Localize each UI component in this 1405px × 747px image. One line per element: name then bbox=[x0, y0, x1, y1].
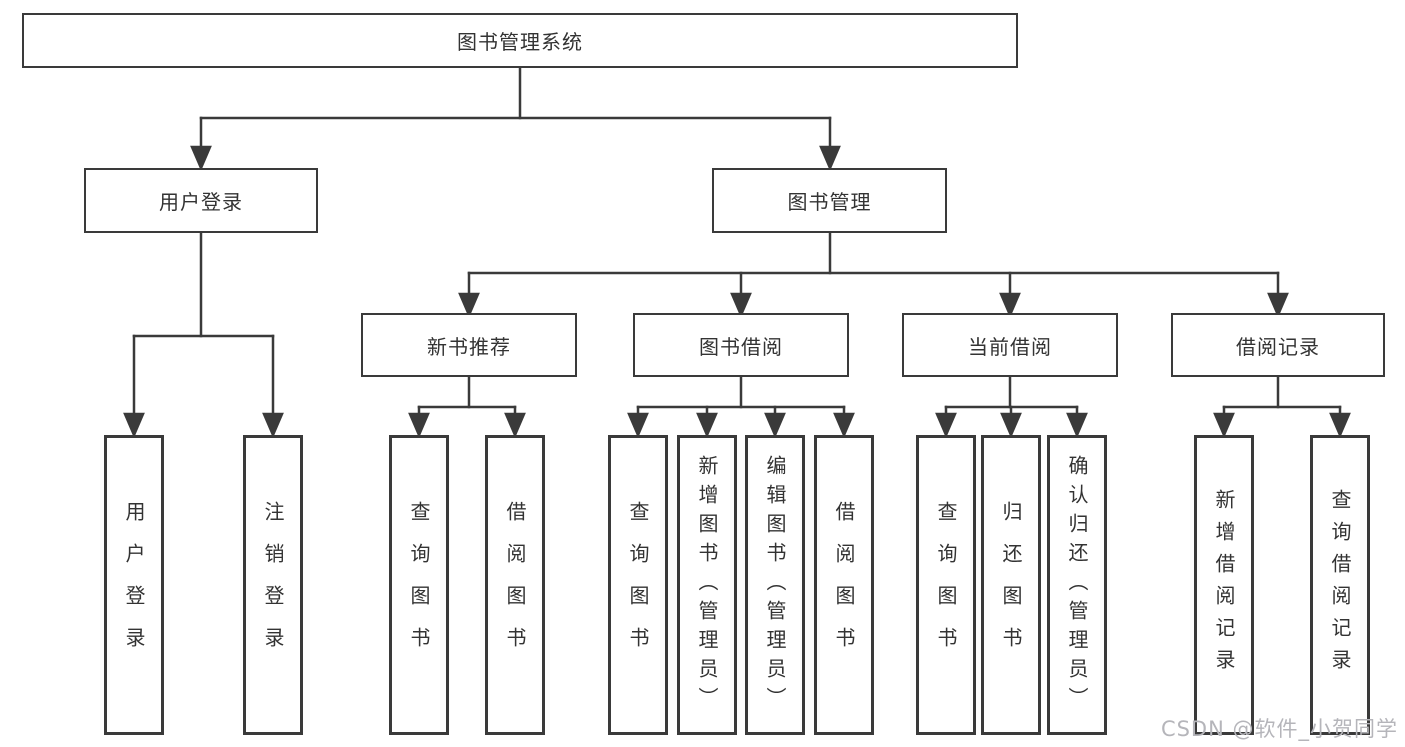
connector-borrowrecords-to-leaves bbox=[1213, 375, 1351, 439]
node-leaf-query-books-cb: 查询图书 bbox=[916, 435, 976, 735]
node-leaf-query-books-bb: 查询图书 bbox=[608, 435, 668, 735]
node-leaf-add-books-admin-label: 新增图书（管理员） bbox=[695, 454, 719, 716]
node-leaf-borrow-books-bb-label: 借阅图书 bbox=[832, 501, 856, 669]
node-leaf-query-borrow-record-label: 查询借阅记录 bbox=[1328, 489, 1352, 681]
node-leaf-user-login-label: 用户登录 bbox=[122, 501, 146, 669]
node-leaf-confirm-return-admin: 确认归还（管理员） bbox=[1047, 435, 1107, 735]
node-book-borrowing-label: 图书借阅 bbox=[699, 334, 783, 359]
connector-currentborrow-to-leaves bbox=[935, 375, 1088, 439]
node-user-login-label: 用户登录 bbox=[159, 190, 243, 214]
node-leaf-query-books-cb-label: 查询图书 bbox=[934, 501, 958, 669]
arrowhead bbox=[408, 412, 430, 439]
node-leaf-borrow-books-rec-label: 借阅图书 bbox=[503, 501, 527, 669]
node-leaf-query-books-bb-label: 查询图书 bbox=[626, 501, 650, 669]
node-user-login: 用户登录 bbox=[84, 168, 318, 233]
node-leaf-return-books-label: 归还图书 bbox=[999, 501, 1023, 669]
connector-userlogin-to-leaves bbox=[123, 231, 284, 439]
node-new-book-recommendation: 新书推荐 bbox=[361, 313, 577, 377]
arrowhead bbox=[833, 412, 855, 439]
node-leaf-query-books-rec-label: 查询图书 bbox=[407, 501, 431, 669]
arrowhead bbox=[504, 412, 526, 439]
arrowhead bbox=[1329, 412, 1351, 439]
node-leaf-logout: 注销登录 bbox=[243, 435, 303, 735]
arrowhead bbox=[1066, 412, 1088, 439]
node-book-management-label: 图书管理 bbox=[787, 190, 872, 214]
node-leaf-add-borrow-record-label: 新增借阅记录 bbox=[1212, 489, 1236, 681]
arrowhead bbox=[696, 412, 718, 439]
arrowhead bbox=[1000, 412, 1022, 439]
connector-bookmgmt-to-level3 bbox=[458, 231, 1289, 319]
arrowhead bbox=[999, 292, 1021, 319]
connector-newbookrec-to-leaves bbox=[408, 375, 526, 439]
arrowhead bbox=[1267, 292, 1289, 319]
arrowhead bbox=[123, 412, 145, 439]
node-leaf-add-borrow-record: 新增借阅记录 bbox=[1194, 435, 1254, 735]
node-leaf-edit-books-admin: 编辑图书（管理员） bbox=[745, 435, 805, 735]
node-leaf-user-login: 用户登录 bbox=[104, 435, 164, 735]
watermark-text: CSDN @软件_小贺同学 bbox=[1160, 717, 1398, 741]
node-leaf-edit-books-admin-label: 编辑图书（管理员） bbox=[763, 454, 787, 716]
node-leaf-query-books-rec: 查询图书 bbox=[389, 435, 449, 735]
node-library-system: 图书管理系统 bbox=[22, 13, 1018, 68]
node-leaf-confirm-return-admin-label: 确认归还（管理员） bbox=[1065, 454, 1089, 716]
node-book-management: 图书管理 bbox=[712, 168, 947, 233]
arrowhead bbox=[935, 412, 957, 439]
node-current-borrowing-label: 当前借阅 bbox=[968, 334, 1052, 359]
node-leaf-add-books-admin: 新增图书（管理员） bbox=[677, 435, 737, 735]
connector-root-to-level2 bbox=[190, 66, 841, 172]
arrowhead bbox=[764, 412, 786, 439]
arrowhead bbox=[262, 412, 284, 439]
node-leaf-query-borrow-record: 查询借阅记录 bbox=[1310, 435, 1370, 735]
node-borrowing-records: 借阅记录 bbox=[1171, 313, 1385, 377]
node-leaf-borrow-books-bb: 借阅图书 bbox=[814, 435, 874, 735]
node-borrowing-records-label: 借阅记录 bbox=[1236, 334, 1320, 359]
arrowhead bbox=[730, 292, 752, 319]
node-leaf-logout-label: 注销登录 bbox=[261, 501, 285, 669]
node-new-book-recommendation-label: 新书推荐 bbox=[427, 334, 511, 359]
arrowhead bbox=[190, 145, 212, 172]
arrowhead bbox=[458, 292, 480, 319]
arrowhead bbox=[1213, 412, 1235, 439]
node-library-system-label: 图书管理系统 bbox=[457, 30, 583, 54]
node-leaf-return-books: 归还图书 bbox=[981, 435, 1041, 735]
connector-bookborrow-to-leaves bbox=[627, 375, 855, 439]
node-current-borrowing: 当前借阅 bbox=[902, 313, 1118, 377]
node-leaf-borrow-books-rec: 借阅图书 bbox=[485, 435, 545, 735]
arrowhead bbox=[819, 145, 841, 172]
arrowhead bbox=[627, 412, 649, 439]
node-book-borrowing: 图书借阅 bbox=[633, 313, 849, 377]
